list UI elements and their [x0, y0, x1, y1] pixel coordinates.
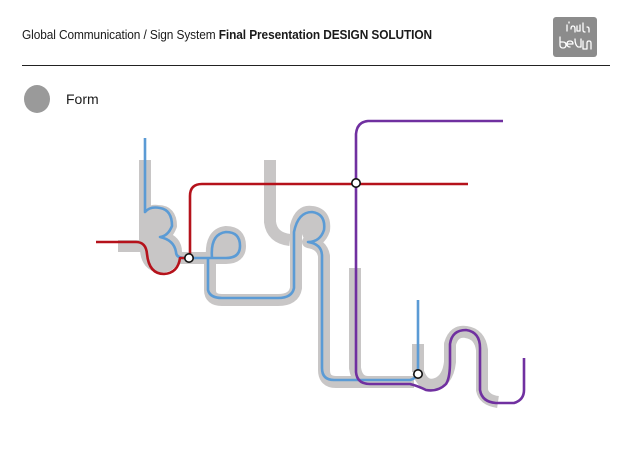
- line-red: [96, 182, 468, 276]
- form-letter-r-bowl: [299, 214, 322, 239]
- station-marker[interactable]: [184, 253, 195, 264]
- header-divider: [22, 65, 610, 66]
- legend-label-form: Form: [66, 91, 99, 107]
- title-bold: Final Presentation DESIGN SOLUTION: [218, 27, 432, 42]
- line-blue: [143, 138, 420, 382]
- logo-glyphs: [559, 21, 592, 50]
- station-marker[interactable]: [412, 368, 423, 379]
- page-title: Global Communication / Sign System Final…: [22, 27, 432, 42]
- station-marker[interactable]: [350, 178, 361, 189]
- berlin-logo: [553, 17, 597, 57]
- form-letter-r-stem: [264, 160, 291, 246]
- form-letter-e-bowl: [215, 235, 238, 258]
- line-purple: [354, 119, 526, 405]
- legend-swatch-form: [24, 85, 50, 113]
- title-regular: Global Communication / Sign System: [22, 27, 216, 42]
